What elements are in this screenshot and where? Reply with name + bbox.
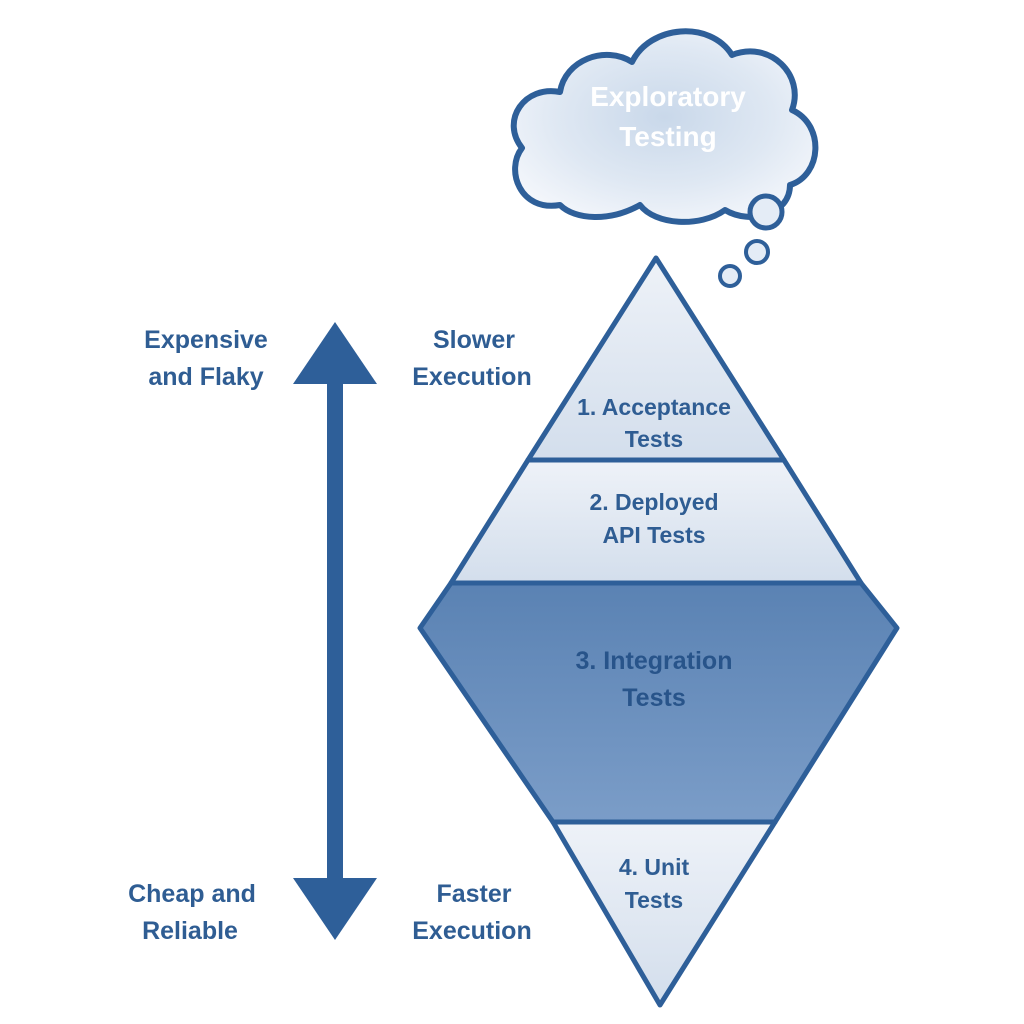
slower-label-line1: Slower	[433, 326, 515, 354]
slower-label-line2: Execution	[412, 363, 531, 391]
layer-1-label-line2: Tests	[625, 426, 683, 452]
layer-2-label-line2: API Tests	[602, 522, 705, 548]
arrow-head-down-icon	[293, 878, 377, 940]
cloud-label-line1: Exploratory	[590, 81, 746, 112]
arrow-head-up-icon	[293, 322, 377, 384]
arrow-shaft	[327, 376, 343, 882]
layer-1-label-line1: 1. Acceptance	[577, 394, 731, 420]
thought-bubble-small	[718, 264, 742, 288]
layer-4-label-line1: 4. Unit	[619, 854, 690, 880]
cloud-shape	[510, 28, 819, 225]
faster-label-line1: Faster	[436, 880, 511, 908]
layer-unit	[550, 819, 778, 1008]
layer-3-label-line1: 3. Integration	[576, 647, 733, 675]
cheap-label-line1: Cheap and	[128, 880, 256, 908]
thought-bubble-medium	[744, 239, 770, 265]
thought-cloud: Exploratory Testing	[510, 28, 819, 288]
thought-bubble-large	[747, 193, 785, 231]
test-diamond: 1. Acceptance Tests 2. Deployed API Test…	[417, 255, 900, 1008]
cost-speed-arrow	[293, 322, 377, 940]
expensive-label-line2: and Flaky	[148, 363, 263, 391]
faster-label-line2: Execution	[412, 917, 531, 945]
expensive-label-line1: Expensive	[144, 326, 268, 354]
layer-2-label-line1: 2. Deployed	[589, 489, 718, 515]
layer-3-label-line2: Tests	[622, 684, 685, 712]
cheap-label-line2: Reliable	[142, 917, 238, 945]
layer-4-label-line2: Tests	[625, 887, 683, 913]
cloud-label-line2: Testing	[619, 121, 716, 152]
